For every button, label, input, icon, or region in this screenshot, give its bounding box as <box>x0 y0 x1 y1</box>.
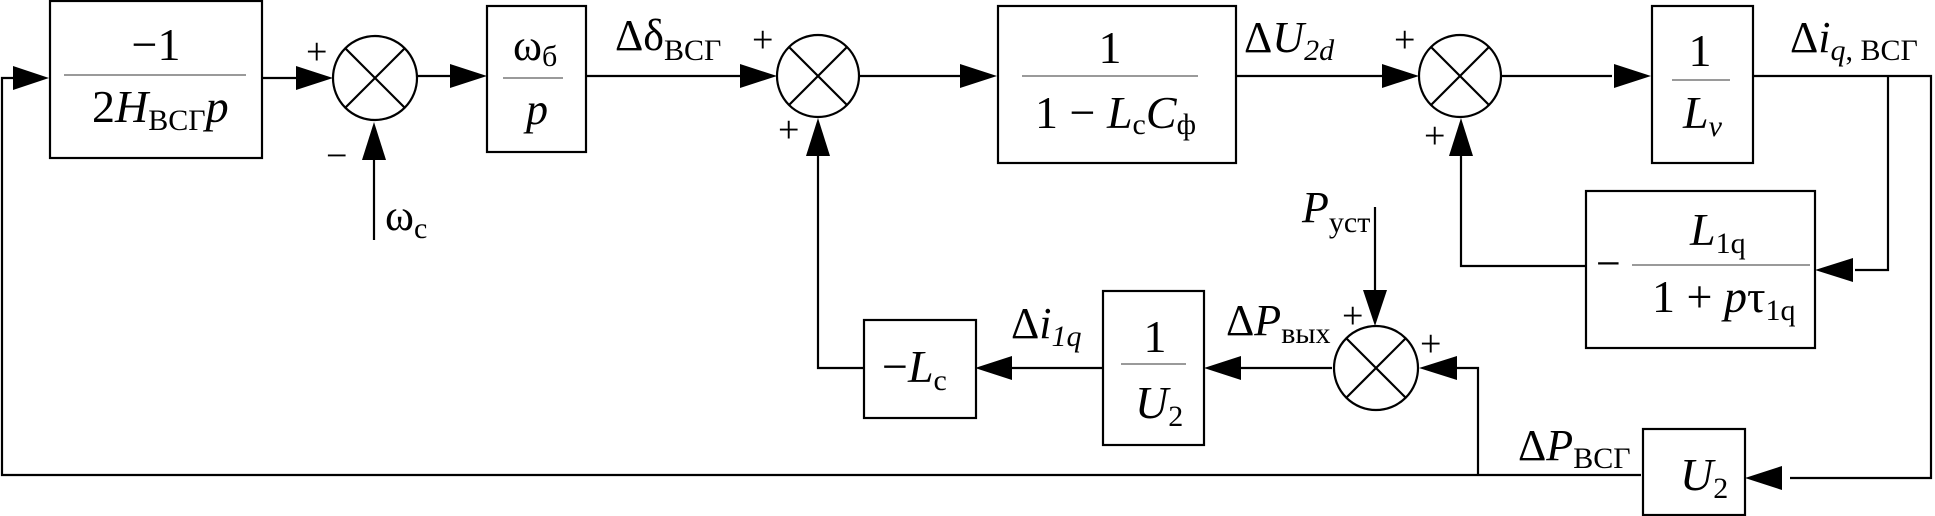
sign-sum3-bottom: + <box>1424 115 1445 157</box>
sum-junction-4 <box>1332 324 1420 412</box>
arrow-into-box1 <box>13 66 49 90</box>
sign-sum4-right: + <box>1420 323 1441 365</box>
arrow-into-box4 <box>1614 64 1651 88</box>
inv-u2-denominator: U2 <box>1135 377 1183 433</box>
block-feedback: − L1q 1 + pτ1q <box>1584 189 1817 350</box>
inv-u2-numerator: 1 <box>1144 311 1167 362</box>
sum-junction-2 <box>775 33 861 119</box>
block-u2-gain: U2 <box>1641 427 1747 516</box>
filter-numerator: 1 <box>1099 22 1122 73</box>
arrowheads <box>13 64 1853 490</box>
sign-sum1-bottom: − <box>326 135 347 177</box>
u2-gain-label: U2 <box>1680 449 1728 505</box>
feedback-sign: − <box>1596 239 1621 288</box>
wire-neglc-sum2 <box>816 155 864 370</box>
arrow-into-u2-gain <box>1745 466 1782 490</box>
wire-main-feedback <box>0 76 1641 477</box>
arrow-into-feedback <box>1815 258 1853 282</box>
arrow-into-sum4-right <box>1419 356 1457 380</box>
arrow-into-neglc <box>975 356 1012 380</box>
sum-junction-3 <box>1417 33 1503 119</box>
label-omega-c: ωc <box>385 191 427 245</box>
inductance-numerator: 1 <box>1689 25 1712 76</box>
sign-sum2-left: + <box>752 19 773 61</box>
wire-iq-branch <box>1855 76 1890 272</box>
inertia-numerator: −1 <box>132 19 181 70</box>
inductance-denominator: Lv <box>1682 87 1723 143</box>
neg-lc-label: −Lc <box>882 341 947 397</box>
arrow-into-box2 <box>450 64 487 88</box>
integrator-numerator: ωб <box>513 21 557 73</box>
label-p-ust: Pуст <box>1301 183 1370 239</box>
feedback-numerator: L1q <box>1689 204 1746 260</box>
arrow-into-box3 <box>960 64 997 88</box>
block-inv-u2: 1 U2 <box>1101 289 1206 447</box>
block-inductance: 1 Lv <box>1650 4 1755 165</box>
block-inertia: −1 2HВСГp <box>48 0 264 160</box>
inertia-denominator: 2HВСГp <box>92 81 229 137</box>
arrow-into-sum1 <box>296 66 333 90</box>
arrow-pust-into-sum4 <box>1363 290 1387 326</box>
wires <box>0 74 1933 480</box>
wire-pvsg-sum4 <box>1455 366 1480 475</box>
label-delta-i1q: Δi1q <box>1011 299 1082 353</box>
block-neg-lc: −Lc <box>862 318 978 420</box>
filter-denominator: 1 − LcCф <box>1035 87 1196 141</box>
label-delta-u2d: ΔU2d <box>1244 13 1335 67</box>
sign-sum4-top: + <box>1342 295 1363 337</box>
sign-sum3-left: + <box>1394 19 1415 61</box>
arrow-into-sum2-bottom <box>806 118 830 156</box>
integrator-denominator: p <box>523 85 548 134</box>
sum-junction-1 <box>331 34 419 122</box>
arrow-into-sum3 <box>1382 64 1419 88</box>
label-delta-delta-vsg: ΔδВСГ <box>615 11 721 67</box>
feedback-denominator: 1 + pτ1q <box>1652 271 1795 327</box>
sign-sum1-left: + <box>306 31 327 73</box>
sign-sum2-bottom: + <box>778 109 799 151</box>
arrow-into-sum2 <box>740 64 777 88</box>
arrow-into-invu2 <box>1204 356 1241 380</box>
wire-feedback-sum3 <box>1459 155 1586 268</box>
label-delta-p-out: ΔPвых <box>1226 296 1331 350</box>
wire-iq-output <box>1752 74 1933 480</box>
label-delta-p-vsg: ΔPВСГ <box>1518 421 1631 475</box>
label-delta-iq-vsg: Δiq, ВСГ <box>1790 13 1918 67</box>
block-filter: 1 1 − LcCф <box>996 4 1238 165</box>
block-integrator: ωб p <box>485 4 588 154</box>
arrow-omega-into-sum1 <box>362 122 386 160</box>
arrow-into-sum3-bottom <box>1449 118 1473 156</box>
